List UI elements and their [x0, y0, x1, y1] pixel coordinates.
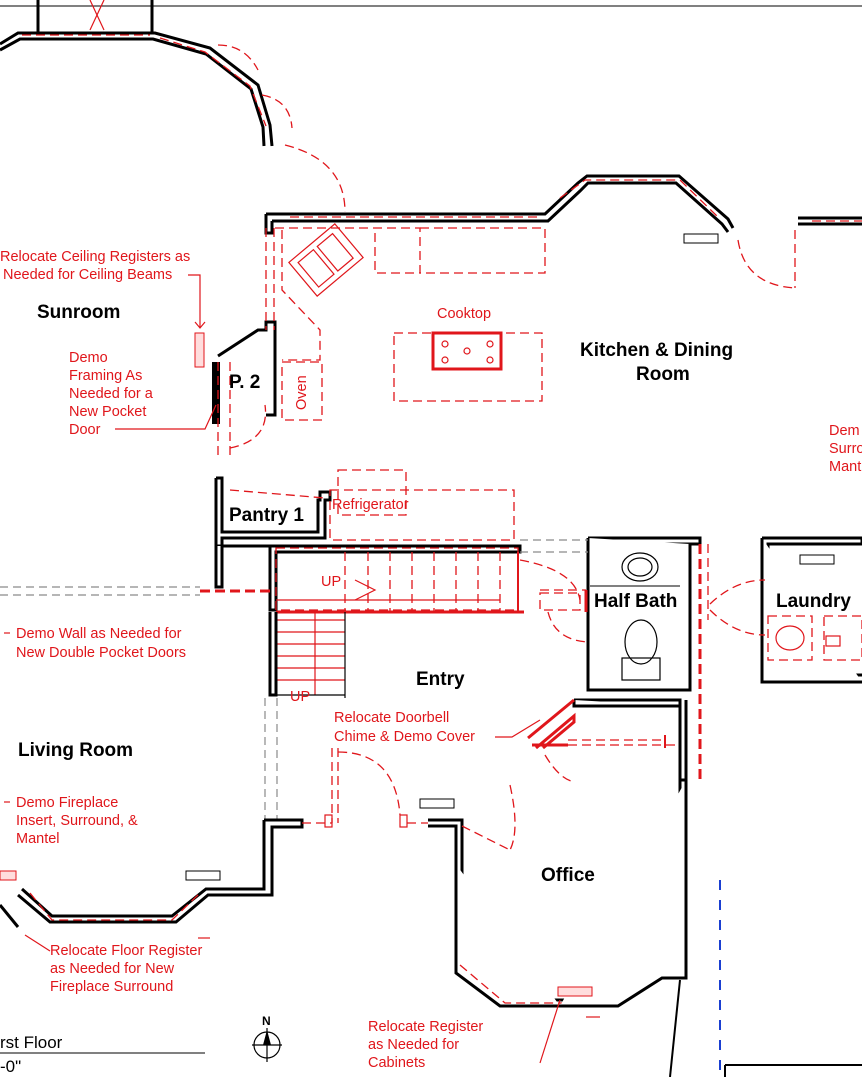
- note-demo-framing-1: Demo: [69, 350, 108, 366]
- kitchen-north-wall: [266, 174, 862, 289]
- sunroom-bay-wall: [0, 0, 346, 213]
- note-register-cabinets-3: Cabinets: [368, 1055, 425, 1071]
- sink: [621, 552, 659, 582]
- note-ceiling-registers-1: Relocate Ceiling Registers as: [0, 249, 190, 265]
- note-doorbell-1: Relocate Doorbell: [334, 710, 449, 726]
- sink: [288, 223, 364, 297]
- living-room-walls: [0, 546, 304, 928]
- svg-text:N: N: [262, 1014, 271, 1028]
- note-ceiling-registers-2: Needed for Ceiling Beams: [3, 267, 172, 283]
- register-icon: [194, 332, 205, 368]
- room-label-pantry-2: P. 2: [229, 372, 260, 393]
- north-arrow-icon: N: [252, 1014, 282, 1062]
- room-label-half-bath: Half Bath: [594, 591, 677, 612]
- register-icon: [419, 798, 455, 809]
- room-label-kitchen: Kitchen & Dining: [580, 340, 733, 361]
- note-demo-wall-2: New Double Pocket Doors: [16, 645, 186, 661]
- room-label-sunroom: Sunroom: [37, 302, 120, 323]
- note-demo-wall-1: Demo Wall as Needed for: [16, 626, 182, 642]
- fixture-label-cooktop: Cooktop: [437, 306, 491, 322]
- register-icon: [683, 233, 719, 244]
- laundry-walls: [698, 536, 862, 780]
- note-right-edge-3: Mant: [829, 459, 861, 475]
- note-register-cabinets-1: Relocate Register: [368, 1019, 483, 1035]
- entry-front-door: [302, 748, 455, 828]
- note-demo-framing-3: Needed for a: [69, 386, 154, 402]
- title-floor-name: rst Floor: [0, 1033, 63, 1052]
- note-right-edge-2: Surro: [829, 441, 862, 457]
- oven: [281, 361, 323, 421]
- register-icon: [0, 870, 17, 881]
- pantry-1-walls: [214, 469, 515, 548]
- note-floor-register-2: as Needed for New: [50, 961, 175, 977]
- refrigerator: [337, 469, 407, 516]
- room-label-kitchen-2: Room: [636, 364, 690, 385]
- toilet: [621, 657, 661, 681]
- note-right-edge-1: Dem: [829, 423, 860, 439]
- cooktop-island: [393, 332, 543, 402]
- leader-lines: [4, 274, 600, 1064]
- room-label-pantry-1: Pantry 1: [229, 505, 304, 526]
- note-fireplace-2: Insert, Surround, &: [16, 813, 138, 829]
- room-label-laundry: Laundry: [776, 591, 851, 612]
- stairs: [222, 544, 581, 698]
- note-floor-register-1: Relocate Floor Register: [50, 943, 202, 959]
- register-icon: [185, 870, 221, 881]
- room-label-office: Office: [541, 865, 595, 886]
- note-demo-framing-2: Framing As: [69, 368, 142, 384]
- fixture-label-refrigerator: Refrigerator: [332, 497, 409, 513]
- title-scale: -0": [0, 1057, 21, 1076]
- note-demo-framing-5: Door: [69, 422, 101, 438]
- pantry-2-walls: [212, 214, 277, 458]
- office-walls: [428, 698, 862, 1077]
- kitchen-counters: [275, 223, 546, 421]
- fixture-label-oven: Oven: [294, 375, 310, 410]
- note-fireplace-3: Mantel: [16, 831, 60, 847]
- register-icon: [799, 554, 835, 565]
- note-doorbell-2: Chime & Demo Cover: [334, 729, 475, 745]
- note-demo-framing-4: New Pocket: [69, 404, 146, 420]
- stair-label-up-upper: UP: [321, 574, 341, 590]
- cooktop: [431, 331, 503, 371]
- stair-label-up-lower: UP: [290, 689, 310, 705]
- note-floor-register-3: Fireplace Surround: [50, 979, 173, 995]
- register-icon: [557, 986, 593, 997]
- room-label-living-room: Living Room: [18, 740, 133, 761]
- note-fireplace-1: Demo Fireplace: [16, 795, 118, 811]
- room-label-entry: Entry: [416, 669, 465, 690]
- note-register-cabinets-2: as Needed for: [368, 1037, 459, 1053]
- half-bath-walls: [519, 536, 702, 692]
